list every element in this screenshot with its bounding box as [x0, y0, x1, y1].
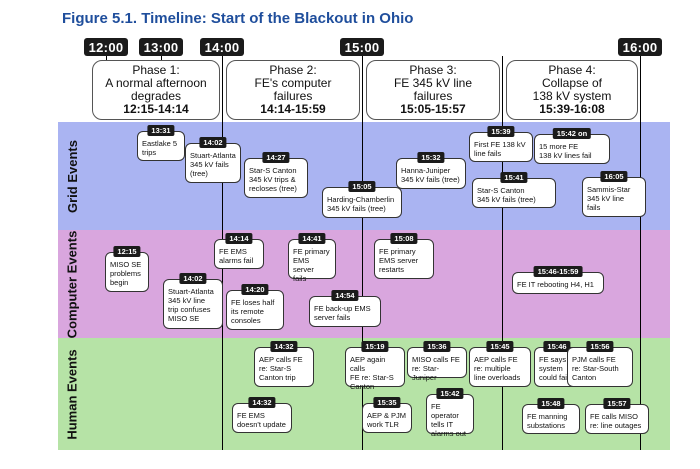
time-line-1545	[502, 56, 503, 450]
time-label: 12:00	[84, 38, 128, 56]
figure-title: Figure 5.1. Timeline: Start of the Black…	[62, 10, 414, 27]
time-line-1500	[362, 56, 363, 450]
grid-events-label: Grid Events	[64, 139, 80, 213]
time-label: 15:00	[340, 38, 384, 56]
time-line-1200	[106, 56, 107, 60]
phase-1-box: Phase 1: A normal afternoon degrades 12:…	[92, 60, 220, 120]
phase-2-box: Phase 2: FE's computer failures 14:14-15…	[226, 60, 360, 120]
phase-4-box: Phase 4: Collapse of 138 kV system 15:39…	[506, 60, 638, 120]
computer-events-label: Computer Events	[64, 230, 80, 338]
time-label: 13:00	[139, 38, 183, 56]
phase-3-box: Phase 3: FE 345 kV line failures 15:05-1…	[366, 60, 500, 120]
time-label: 16:00	[618, 38, 662, 56]
human-events-label: Human Events	[64, 348, 80, 440]
time-label: 14:00	[200, 38, 244, 56]
time-line-1300	[161, 56, 162, 60]
time-line-1600	[640, 56, 641, 450]
